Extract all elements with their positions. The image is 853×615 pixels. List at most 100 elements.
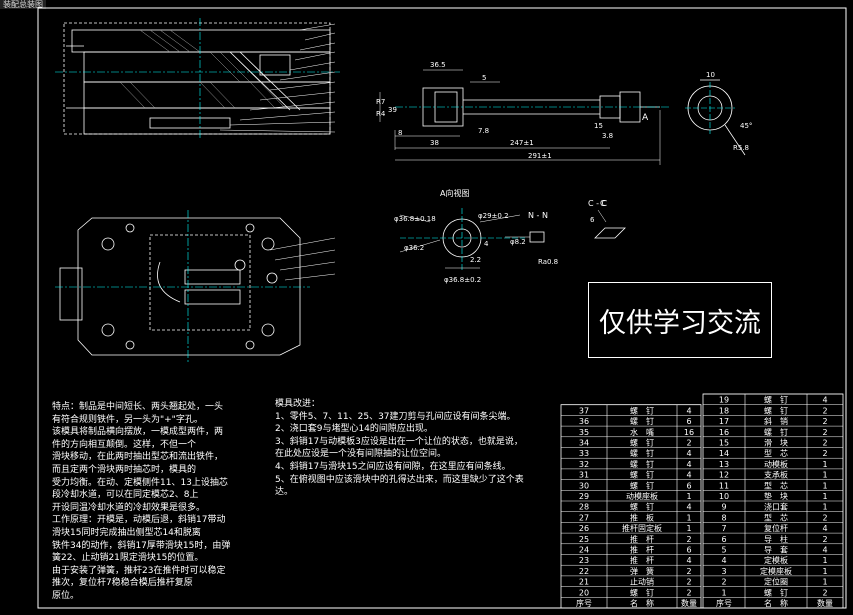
bom-cell-qty: 4 <box>686 503 691 512</box>
dim-r7: R7 <box>376 98 385 106</box>
note-line: 由于安装了弹簧，推杆23在推件时可以稳定 <box>52 565 226 576</box>
bom-cell-name: 螺 钉 <box>630 470 654 480</box>
bom-cell-name: 螺 钉 <box>764 405 788 415</box>
bom-cell-no: 29 <box>579 492 589 501</box>
bom-cell-no: 22 <box>579 567 589 576</box>
bom-cell-name: 推 杆 <box>630 534 654 544</box>
bom-cell-qty: 4 <box>686 556 691 565</box>
bom-cell-name: 斜 销 <box>764 416 788 426</box>
note-line: 簧22、止动销21限定滑块15的位置。 <box>52 553 204 564</box>
dim-r4: R4 <box>376 110 386 118</box>
bom-cell-no: 18 <box>719 406 729 415</box>
bom-cell-no: 9 <box>721 503 726 512</box>
bom-cell-name: 复位杆 <box>764 523 788 533</box>
bom-cell-name: 名 称 <box>630 598 654 608</box>
bom-cell-name: 螺 钉 <box>630 587 654 597</box>
bom-cell-no: 23 <box>579 556 589 565</box>
bom-cell-qty: 4 <box>686 471 691 480</box>
dim-2-2: 2.2 <box>470 256 481 264</box>
dim-39: 39 <box>388 106 397 114</box>
bom-cell-no: 19 <box>719 396 729 405</box>
bom-cell-name: 动模板 <box>764 459 788 469</box>
main-section-view <box>55 18 340 140</box>
bom-cell-no: 14 <box>719 449 729 458</box>
section-nn-title: N - N <box>528 211 548 220</box>
dim-ra: Ra0.8 <box>538 258 558 266</box>
note-line: 1、零件5、7、11、25、37建刀剪与孔间应设有间条尖端。 <box>275 411 516 422</box>
bom-cell-name: 滑 块 <box>764 438 788 448</box>
dim-phi36-8: φ36.8±0.2 <box>444 276 481 284</box>
dim-5: 5 <box>482 74 486 82</box>
part-view <box>379 69 746 165</box>
dim-8: 8 <box>398 129 402 137</box>
bom-cell-qty: 1 <box>822 492 827 501</box>
bom-cell-no: 5 <box>721 546 726 555</box>
bom-cell-no: 26 <box>579 524 589 533</box>
dim-r5-8: R5.8 <box>733 144 749 152</box>
bom-cell-name: 螺 钉 <box>764 427 788 437</box>
bom-cell-name: 定模座板 <box>760 566 792 576</box>
bom-cell-name: 名 称 <box>764 598 788 608</box>
note-line: 滑块15同时完成抽出侧型芯14和脱离 <box>52 527 201 538</box>
bom-cell-name: 定位圈 <box>764 577 788 587</box>
bom-cell-no: 17 <box>719 417 729 426</box>
bom-cell-qty: 2 <box>686 588 691 597</box>
bom-cell-no: 6 <box>721 535 726 544</box>
bom-cell-name: 定模板 <box>764 555 788 565</box>
bom-cell-qty: 4 <box>822 524 827 533</box>
note-line: 在此处应设是一个没有间隙抽的让位空间。 <box>275 449 447 460</box>
bom-cell-qty: 1 <box>686 513 691 522</box>
bom-cell-no: 7 <box>721 524 726 533</box>
bom-cell-qty: 1 <box>822 481 827 490</box>
bom-cell-qty: 1 <box>686 492 691 501</box>
bom-cell-no: 10 <box>719 492 729 501</box>
bom-cell-name: 螺 钉 <box>630 405 654 415</box>
bom-cell-no: 4 <box>721 556 726 565</box>
bom-cell-no: 36 <box>579 417 589 426</box>
note-line: 有符合规则铁件，另一头为"+"字孔。 <box>52 414 203 425</box>
plan-view <box>55 210 336 362</box>
bom-cell-qty: 4 <box>686 406 691 415</box>
bom-cell-no: 序号 <box>576 598 592 608</box>
bom-cell-no: 序号 <box>716 598 732 608</box>
bom-cell-qty: 数量 <box>681 598 697 608</box>
bom-cell-no: 32 <box>579 460 589 469</box>
note-line: 原位。 <box>52 590 80 601</box>
bom-cell-name: 型 芯 <box>764 512 788 522</box>
note-line: 段冷却水道，可以在同定模芯2、8上 <box>52 490 199 501</box>
view-a-title: A向视图 <box>440 188 469 198</box>
bom-cell-qty: 4 <box>686 460 691 469</box>
bom-cell-qty: 4 <box>822 546 827 555</box>
note-line: 推次，复位杆7稳稳合模后推杆复原 <box>52 578 193 589</box>
dim-15: 15 <box>594 122 603 130</box>
label-c: C <box>600 199 606 208</box>
bom-cell-qty: 4 <box>822 396 827 405</box>
bom-cell-qty: 4 <box>686 449 691 458</box>
note-line: 3、斜销17与动模板3应设是出在一个让位的状态，也就是说， <box>275 436 523 447</box>
bom-cell-no: 30 <box>579 481 589 490</box>
note-line: 滑块移动，在此两时抽出型芯和流出铁件， <box>52 452 224 463</box>
bom-cell-qty: 16 <box>684 428 694 437</box>
bom-cell-name: 动模座板 <box>626 491 658 501</box>
label-a: A <box>642 113 649 123</box>
dim-phi36: φ36.8±0.18 <box>394 215 436 223</box>
bom-cell-name: 浇口套 <box>764 502 788 512</box>
bom-cell-name: 止动销 <box>630 577 654 587</box>
bom-cell-name: 推 板 <box>630 512 654 522</box>
bom-cell-no: 8 <box>721 513 726 522</box>
a-view <box>399 208 525 270</box>
bom-cell-no: 35 <box>579 428 589 437</box>
bom-cell-no: 20 <box>579 588 589 597</box>
dim-38: 38 <box>430 139 439 147</box>
bom-cell-name: 支承板 <box>764 470 788 480</box>
bom-cell-qty: 1 <box>686 524 691 533</box>
dim-3-8: 3.8 <box>602 132 613 140</box>
bom-cell-no: 24 <box>579 546 589 555</box>
note-line: 而且定两个滑块两时抽芯时，模具的 <box>52 464 197 475</box>
note-line: 开设同温冷却水道的冷却效果是很多。 <box>52 502 206 513</box>
bom-cell-name: 导 柱 <box>764 534 788 544</box>
watermark-text: 仅供学习交流 <box>599 307 761 339</box>
bom-cell-qty: 2 <box>686 439 691 448</box>
bom-cell-no: 34 <box>579 439 589 448</box>
